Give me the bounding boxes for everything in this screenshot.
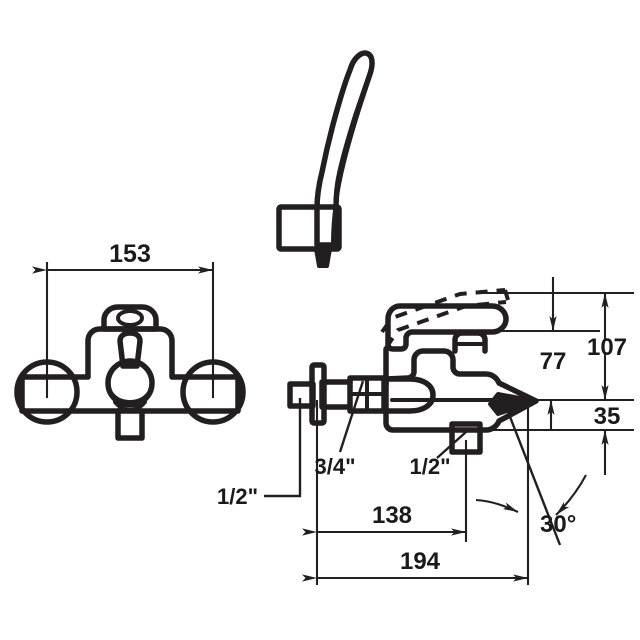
outlet-axis-line [503,403,562,546]
front-lever-cap [101,304,159,332]
callout-inlet-label: 1/2" [217,484,258,509]
dimension-138: 138 [302,502,466,536]
front-cap-detail [116,309,144,327]
callout-union-label: 3/4" [314,454,355,479]
front-cartridge-ring-2 [113,400,147,412]
handset-body-outline [314,50,375,248]
callout-shower-outlet-leader [436,431,467,459]
front-body-bar [19,326,241,414]
callout-inlet-leader [264,398,302,498]
dimension-194: 194 [302,548,528,582]
dimension-30-degrees: 30° [475,403,587,546]
lever-raised-hidden-outline [380,288,506,334]
horizontal-dimension-extension-lines [315,400,530,585]
front-cartridge-ring-1 [110,392,150,404]
angle-arc-lower [555,474,587,516]
dimension-35: 35 [547,400,621,475]
lever-raised-hidden-edge-3 [503,289,510,301]
handset-wall-bracket [276,204,342,252]
dimension-77: 77 [540,277,567,375]
dim-107-label: 107 [587,334,627,361]
side-body-and-spout [383,348,539,433]
handset-bracket-nipple [314,247,332,268]
angle-arc-upper [475,498,519,513]
callout-union-three-quarter-inch: 3/4" [314,380,365,479]
side-diverter-knob [452,330,488,354]
front-diverter-spigot [115,408,145,441]
front-elevation-view [14,304,246,441]
callout-union-leader [338,380,365,453]
callout-inlet-half-inch: 1/2" [217,398,302,509]
side-wall-inlet-nipple [287,381,316,409]
dimension-153: 153 [32,240,215,398]
side-elevation-view [287,288,539,455]
front-cartridge-dome [105,358,155,408]
shower-handset-view [276,50,375,268]
side-lever-handle [385,303,509,352]
side-cartridge-housing [383,376,436,414]
dim-153-label: 153 [109,240,151,268]
callout-shower-outlet-half-inch: 1/2" [409,431,467,479]
dim-138-label: 138 [372,502,412,529]
dim-77-label: 77 [540,348,567,375]
dim-194-label: 194 [400,548,441,575]
dim-30-degrees-label: 30° [540,511,576,538]
front-lever-stem [117,330,143,369]
callout-shower-outlet-label: 1/2" [409,454,450,479]
dimension-107: 107 [587,293,627,400]
handset-inner-crease [331,86,368,245]
dim-35-label: 35 [594,403,621,430]
